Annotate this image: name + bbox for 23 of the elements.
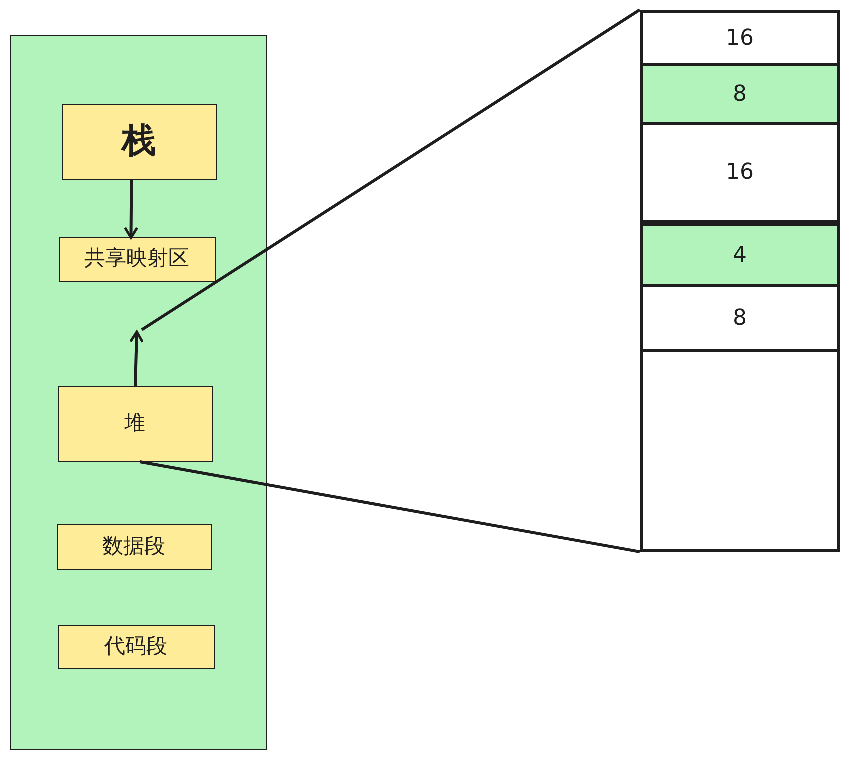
- segment-label: 栈: [122, 120, 156, 163]
- arrow: [124, 180, 139, 240]
- segment-label: 代码段: [104, 632, 168, 660]
- segment-box: [58, 386, 212, 462]
- segment-label: 8: [733, 304, 747, 332]
- segment-label: 4: [733, 242, 747, 270]
- segment-box: [62, 104, 216, 180]
- segment-label: 16: [726, 24, 754, 52]
- segment-label: 共享映射区: [84, 245, 190, 272]
- segment-label: 数据段: [102, 532, 166, 560]
- segment-box: [56, 524, 212, 570]
- zoom-line: [141, 8, 641, 332]
- zoom-line: [140, 460, 640, 554]
- segment-box: [58, 624, 214, 668]
- arrow: [130, 330, 144, 386]
- segment-label: 8: [733, 80, 747, 108]
- segment-label: 堆: [124, 410, 146, 437]
- memory-cell: [643, 223, 837, 287]
- segment-box: [58, 236, 216, 282]
- memory-cell: [643, 63, 837, 125]
- segment-label: 16: [726, 159, 754, 187]
- memory-panel: [10, 35, 267, 750]
- memory-column: [640, 10, 840, 552]
